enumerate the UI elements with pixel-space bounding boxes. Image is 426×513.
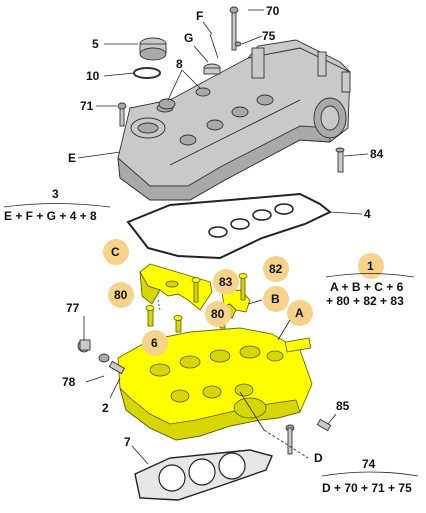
- label-2: 2: [102, 401, 109, 415]
- label-6: 6: [151, 336, 158, 350]
- valve-cover: [117, 39, 351, 201]
- formula-1-line2: + 80 + 82 + 83: [326, 294, 404, 308]
- label-10: 10: [86, 69, 100, 83]
- label-g: G: [184, 31, 193, 45]
- label-80-upper: 80: [114, 288, 128, 302]
- formula-74: D + 70 + 71 + 75: [322, 481, 412, 495]
- label-7: 7: [124, 435, 131, 449]
- gasket-holes: [208, 203, 294, 238]
- callout-circle-6: [142, 330, 168, 356]
- leader-lines: [77, 9, 369, 465]
- label-c: C: [111, 245, 120, 259]
- label-77: 77: [66, 301, 80, 315]
- callout-circle-b: [263, 286, 289, 312]
- label-3: 3: [52, 187, 59, 201]
- callout-circle-80a: [108, 282, 134, 308]
- label-d: D: [314, 451, 323, 465]
- label-f: F: [196, 9, 203, 23]
- lower-parts: [77, 339, 332, 455]
- small-parts: [117, 6, 345, 173]
- label-4: 4: [364, 207, 371, 221]
- label-74: 74: [362, 457, 376, 471]
- label-75: 75: [262, 29, 276, 43]
- label-78: 78: [62, 375, 76, 389]
- label-82: 82: [269, 262, 283, 276]
- label-84: 84: [370, 147, 384, 161]
- label-8: 8: [176, 57, 183, 71]
- callout-circle-80b: [205, 301, 231, 327]
- callout-circle-83: [213, 269, 239, 295]
- label-71: 71: [80, 99, 94, 113]
- label-a: A: [295, 306, 304, 320]
- label-e: E: [68, 151, 76, 165]
- valve-cover-gasket: [126, 192, 332, 260]
- formula-1-line1: A + B + C + 6: [330, 280, 404, 294]
- group-braces: [3, 203, 419, 477]
- cylinder-head-a: [117, 327, 313, 441]
- label-5: 5: [92, 37, 99, 51]
- head-gasket: [134, 449, 273, 501]
- label-70: 70: [266, 4, 280, 18]
- callout-circle-1: [358, 253, 384, 279]
- label-80-lower: 80: [211, 307, 225, 321]
- label-85: 85: [336, 399, 350, 413]
- callout-circle-a: [287, 300, 313, 326]
- label-b: B: [271, 292, 280, 306]
- formula-3: E + F + G + 4 + 8: [4, 209, 97, 223]
- cam-bearing-cap-c: [139, 263, 213, 311]
- callout-circle-c: [103, 239, 129, 265]
- callout-circle-82: [263, 256, 289, 282]
- label-1: 1: [367, 259, 374, 273]
- label-83: 83: [219, 275, 233, 289]
- oil-filler-cap: [133, 37, 167, 79]
